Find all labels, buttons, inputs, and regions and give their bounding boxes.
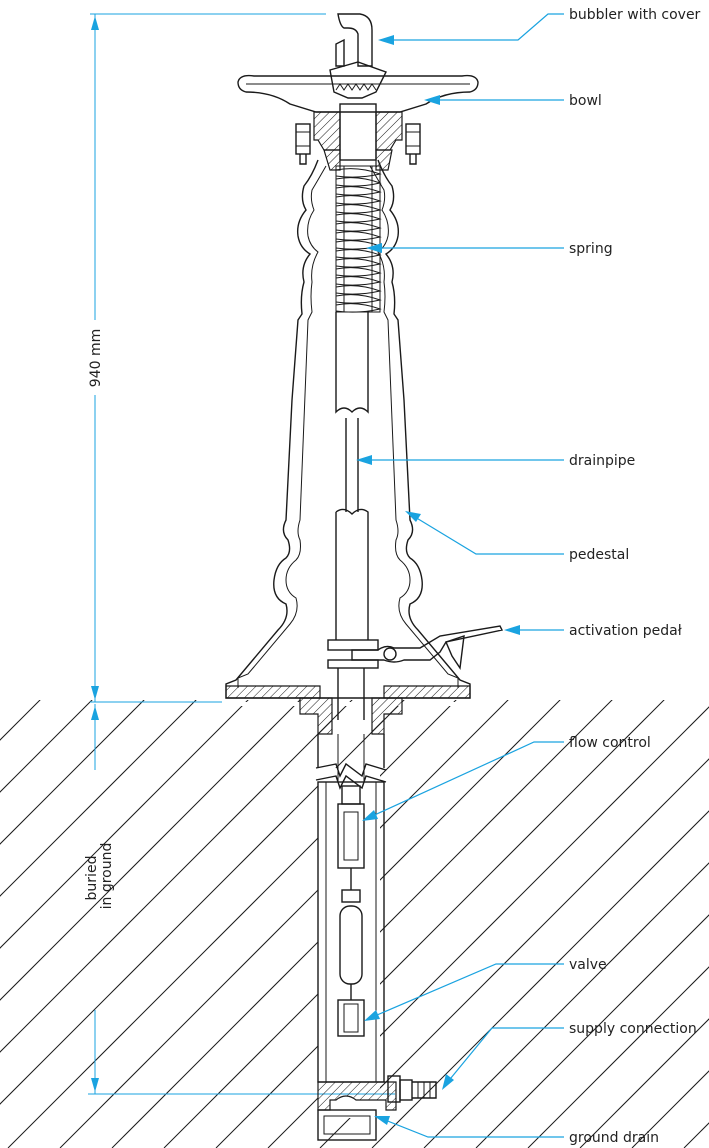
label-pedal: activation pedał [569,623,682,639]
ground-hatch-line [163,700,613,1148]
ground-hatch-line [371,810,709,1148]
leader-flow-control [362,741,564,821]
fountain-drawing [225,13,504,1141]
ground-hatch-line [0,700,41,741]
spring-turn [335,267,382,277]
spring-turn [335,204,382,214]
label-bubbler: bubbler with cover [569,7,701,23]
ground-hatch-line [7,700,457,1148]
leader-ground-drain [374,1116,564,1138]
spring-turn [335,186,382,196]
spring-turn [335,231,382,241]
ground-hatch-line [0,700,301,1001]
label-spring: spring [569,241,613,257]
leader-pedal [504,625,564,635]
label-ground-drain: ground drain [569,1130,659,1146]
spring-turn [335,276,382,286]
spring-turn [335,177,382,187]
label-bowl: bowl [569,93,602,109]
spring-turn [335,213,382,223]
spring-turn [335,285,382,295]
leader-spring [366,243,564,253]
label-supply: supply connection [569,1021,697,1037]
label-flow-control: flow control [569,735,651,751]
leader-drainpipe [356,455,564,465]
ground-hatch-line [319,758,709,1148]
ground-hatch-line [527,966,709,1148]
ground-hatch-line [683,1122,709,1148]
ground-hatch-line [0,700,353,1053]
buried-dimension-label-1: buried [84,856,100,901]
leader-valve [364,963,564,1021]
ground-hatch-line [423,862,709,1148]
spring-turn [335,195,382,205]
buried-dimension-label-2: in ground [99,843,115,910]
spring-turn [335,303,382,313]
ground-hatch-line [475,914,709,1148]
spring-turn [335,249,382,259]
ground-hatch-line [0,700,405,1105]
spring-turn [335,258,382,268]
leader-supply [442,1027,564,1090]
height-dimension-label: 940 mm [88,329,104,387]
label-pedestal: pedestal [569,547,629,563]
ground-hatch-line [0,700,249,949]
leader-pedestal [405,511,564,555]
height-dimension: 940 mm [88,13,326,703]
spring-turn [335,294,382,304]
ground-hatch-line [0,700,145,845]
ground-hatch-line [579,1018,709,1148]
leader-bowl [424,95,564,105]
spring-coil [335,168,382,313]
label-drainpipe: drainpipe [569,453,635,469]
leader-bubbler [378,13,564,45]
ground-hatch-line [0,700,93,793]
ground-hatch-line [215,700,665,1148]
ground-hatch-line [59,700,509,1148]
ground-hatch-line [0,700,197,897]
ground-hatch-line [631,1070,709,1148]
label-valve: valve [569,957,607,973]
spring-turn [335,222,382,232]
